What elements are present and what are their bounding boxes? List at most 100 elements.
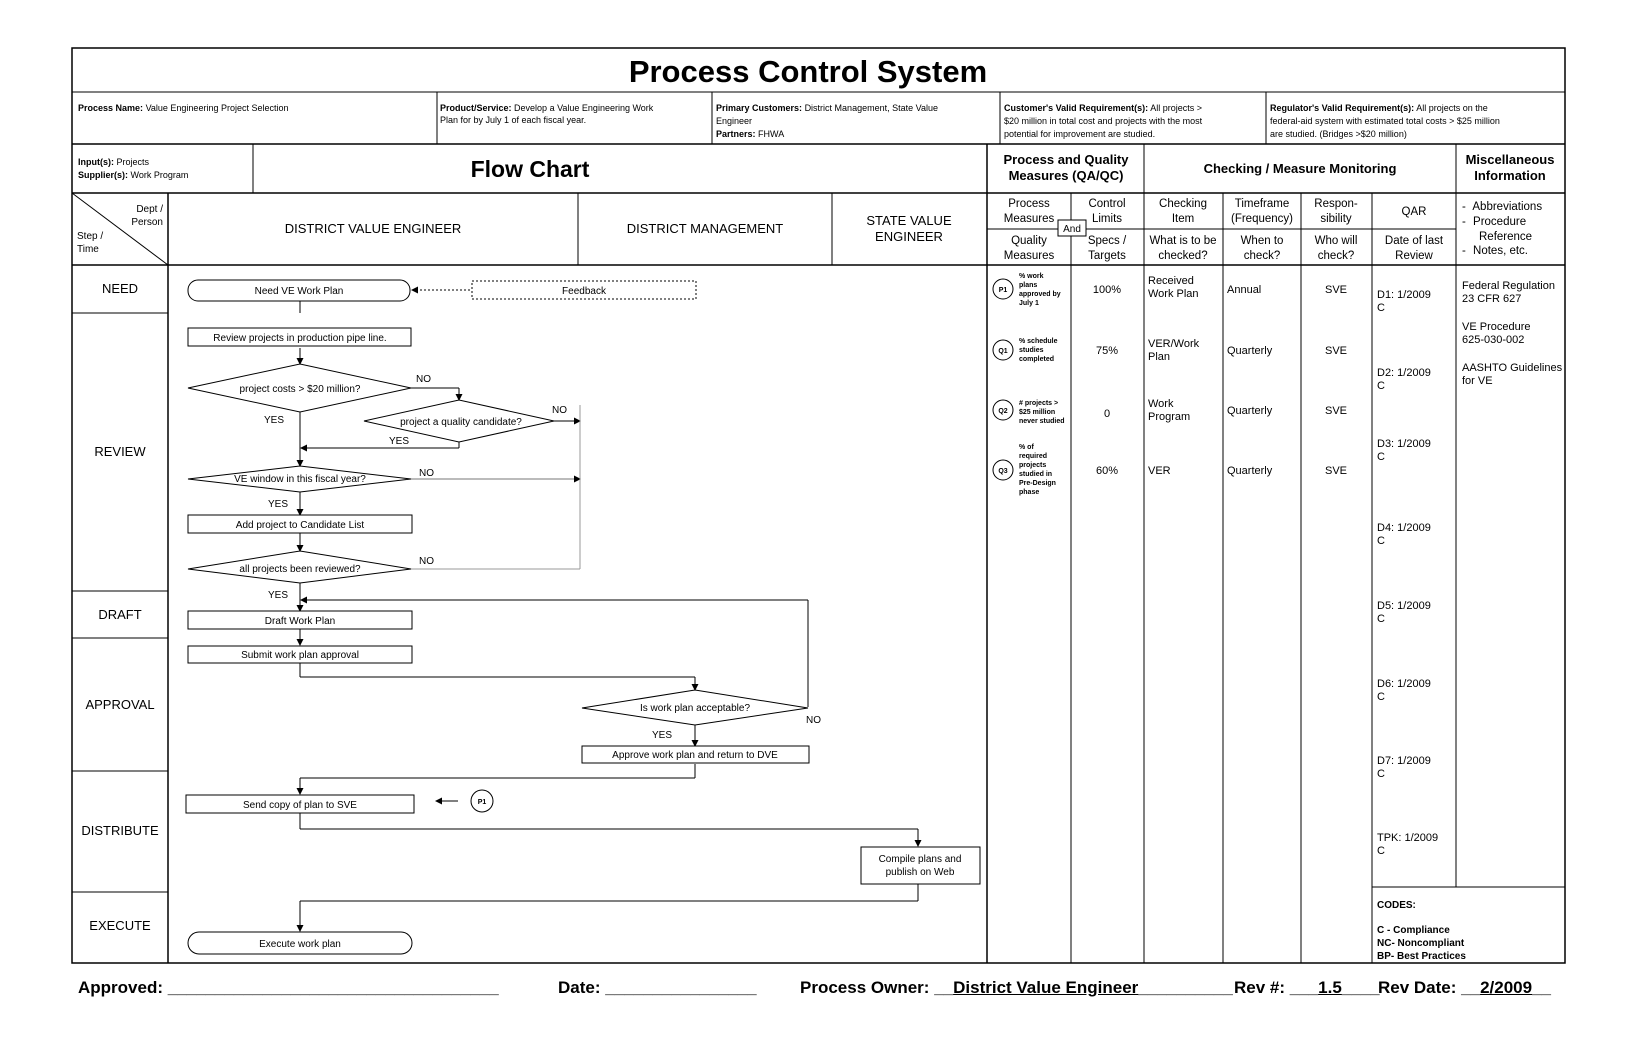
col-who-1: Who will (1315, 235, 1358, 247)
branch-labels: NO YES NO YES NO YES NO YES NO YES (264, 374, 821, 741)
date-field[interactable]: Date: ________________ (558, 978, 757, 998)
measure-q2-badge (992, 399, 1014, 421)
table-grid (71, 47, 1566, 964)
misc-ref-2-line-1: VE Procedure (1462, 321, 1530, 333)
qar-d4-code: C (1377, 535, 1385, 547)
add-candidate-box (187, 514, 413, 534)
step-draft: DRAFT (98, 607, 141, 622)
qar-d1-date: D1: 1/2009 (1377, 289, 1431, 301)
cvr-line-1: All projects > (1150, 103, 1202, 113)
measures-title-1: Process and Quality (1004, 152, 1130, 167)
measure-q1-badge (992, 339, 1014, 361)
codes-c: C - Compliance (1377, 925, 1450, 936)
signature-footer: Approved: ______________________________… (78, 978, 1568, 1008)
compile-label-2: publish on Web (886, 867, 955, 878)
measure-q3-line-5: Pre-Design (1019, 480, 1056, 487)
measures-title-2: Measures (QA/QC) (1009, 168, 1124, 183)
flow-labels: Need VE Work Plan Feedback Review projec… (213, 286, 961, 950)
misc-title-2: Information (1474, 168, 1546, 183)
col-control-limits-2: Limits (1092, 213, 1122, 225)
qar-d2-date: D2: 1/2009 (1377, 367, 1431, 379)
partners: FHWA (758, 129, 784, 139)
column-headers: Process Measures Quality Measures Contro… (1004, 198, 1444, 262)
lane-headers: DISTRICT VALUE ENGINEER DISTRICT MANAGEM… (285, 213, 952, 244)
col-specs-2: Targets (1088, 250, 1126, 262)
measure-q1-line-1: % schedule (1019, 338, 1058, 345)
acceptable-label: Is work plan acceptable? (640, 703, 751, 714)
svg-text:Supplier(s): Work Program: Supplier(s): Work Program (78, 170, 188, 180)
cost-decision-label: project costs > $20 million? (240, 384, 361, 395)
measure-q2-line-3: never studied (1019, 418, 1065, 425)
measure-q3-id: Q3 (998, 468, 1007, 475)
codes-nc: NC- Noncompliant (1377, 938, 1465, 949)
rev-date-pre: __ (1461, 978, 1481, 997)
approved-field[interactable]: Approved: ______________________________… (78, 978, 499, 998)
measure-p1-line-1: % work (1019, 273, 1044, 280)
measure-q1-freq: Quarterly (1227, 345, 1273, 357)
rev-date-post: __ (1532, 978, 1551, 997)
page-title: Process Control System (629, 54, 987, 89)
product-line-2: Plan for by July 1 of each fiscal year. (440, 115, 586, 125)
col-what-1: What is to be (1149, 235, 1216, 247)
compile-box (860, 846, 981, 885)
cvr-line-2: $20 million in total cost and projects w… (1004, 116, 1203, 126)
measure-q3-badge (992, 459, 1014, 481)
qar-d7-date: D7: 1/2009 (1377, 755, 1431, 767)
qar-column: D1: 1/2009 C D2: 1/2009 C D3: 1/2009 C D… (1377, 289, 1438, 857)
inputs-cell: Input(s): Projects Supplier(s): Work Pro… (78, 157, 188, 180)
process-name-label: Process Name: (78, 103, 143, 113)
customers-line-1: District Management, State Value (805, 103, 938, 113)
measure-p1-id: P1 (999, 287, 1008, 294)
rev-date-field: Rev Date: __2/2009__ (1378, 978, 1551, 998)
info-row: Process Name: Value Engineering Project … (78, 103, 1500, 139)
corner-step: Step / (77, 231, 103, 242)
misc-item-4-text: Notes, etc. (1473, 245, 1528, 257)
svg-text:Input(s): Projects: Input(s): Projects (78, 157, 150, 167)
and-label: And (1063, 224, 1081, 235)
step-distribute: DISTRIBUTE (81, 823, 159, 838)
review-projects-label: Review projects in production pipe line. (213, 333, 386, 344)
no-label-all-reviewed: NO (419, 556, 434, 567)
partners-label: Partners: (716, 129, 756, 139)
compile-label-1: Compile plans and (879, 854, 962, 865)
quality-decision-diamond (363, 399, 555, 443)
col-specs-1: Specs / (1088, 235, 1127, 247)
col-who-2: check? (1318, 250, 1354, 262)
step-approval: APPROVAL (85, 697, 154, 712)
col-quality-measures-1: Quality (1011, 235, 1047, 247)
measure-q2-item-1: Work (1148, 398, 1174, 410)
input-label: Input(s): (78, 157, 114, 167)
lane-sve-2: ENGINEER (875, 229, 943, 244)
svg-text:Partners: FHWA: Partners: FHWA (716, 129, 784, 139)
rev-label: Rev #: (1234, 978, 1286, 997)
col-when-2: check? (1244, 250, 1280, 262)
measure-q3-freq: Quarterly (1227, 465, 1273, 477)
date-label: Date: (558, 978, 601, 997)
need-ve-terminator (187, 279, 411, 302)
owner-pre: __ (934, 978, 954, 997)
submit-approval-label: Submit work plan approval (241, 650, 359, 661)
owner-field: Process Owner: __District Value Engineer… (800, 978, 1233, 998)
owner-label: Process Owner: (800, 978, 930, 997)
rvr-label: Regulator's Valid Requirement(s): (1270, 103, 1414, 113)
rev-date-value: 2/2009 (1480, 978, 1533, 997)
measure-q3-line-6: phase (1019, 489, 1039, 496)
qar-d3-code: C (1377, 451, 1385, 463)
corner-time: Time (77, 244, 99, 255)
yes-label-quality: YES (389, 436, 409, 447)
misc-title-1: Miscellaneous (1466, 152, 1555, 167)
checking-title: Checking / Measure Monitoring (1204, 161, 1397, 176)
process-name: Value Engineering Project Selection (146, 103, 289, 113)
misc-item-2: - Procedure (1462, 216, 1526, 228)
measure-row-q2: Q2 # projects > $25 million never studie… (992, 398, 1347, 425)
col-checking-item-1: Checking (1159, 198, 1207, 210)
measure-q1-who: SVE (1325, 345, 1347, 357)
yes-label-acceptable: YES (652, 730, 672, 741)
flow-shapes (185, 279, 981, 955)
measure-q3-line-4: studied in (1019, 471, 1052, 478)
input-value: Projects (117, 157, 150, 167)
cvr-line-3: potential for improvement are studied. (1004, 129, 1155, 139)
execute-terminator (187, 931, 413, 955)
review-projects-box (187, 327, 412, 347)
qar-d5-date: D5: 1/2009 (1377, 600, 1431, 612)
